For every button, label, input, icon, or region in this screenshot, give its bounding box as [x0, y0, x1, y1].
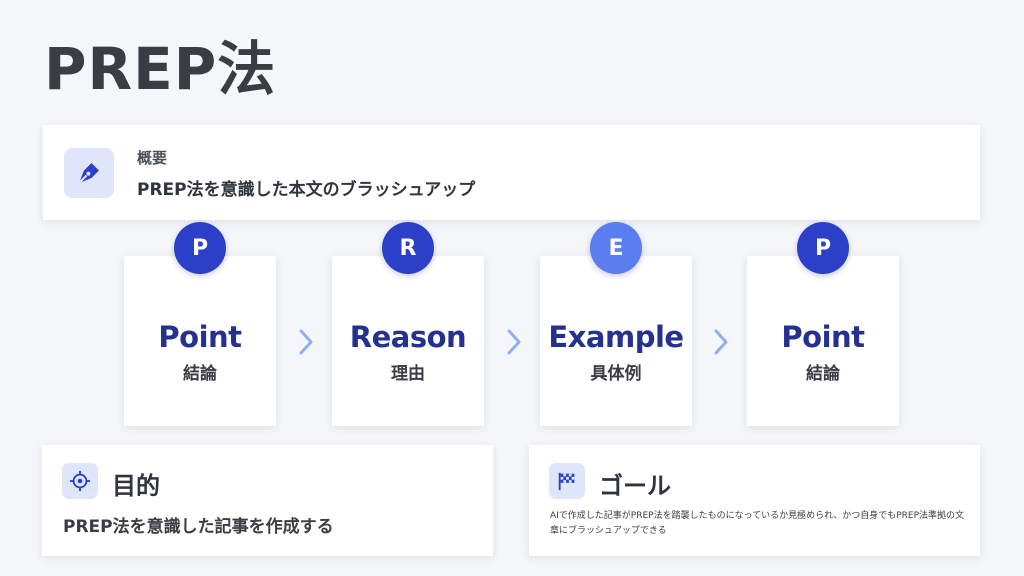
step-badge: P	[174, 222, 226, 274]
step-jp: 結論	[183, 364, 217, 384]
step-jp: 具体例	[590, 364, 642, 384]
chevron-right-icon	[507, 329, 521, 355]
goal-card: ゴール AIで作成した記事がPREP法を踏襲したものになっているか見極められ、か…	[529, 445, 980, 556]
step-badge: P	[797, 222, 849, 274]
purpose-title: 目的	[112, 472, 160, 500]
overview-text: PREP法を意識した本文のブラッシュアップ	[137, 180, 476, 200]
step-word: Point	[781, 320, 865, 354]
page-title: PREP法	[44, 35, 277, 103]
flag-icon	[549, 463, 585, 499]
step-jp: 理由	[391, 364, 425, 384]
overview-card: 概要 PREP法を意識した本文のブラッシュアップ	[43, 125, 980, 220]
chevron-right-icon	[299, 329, 313, 355]
overview-label: 概要	[137, 149, 168, 167]
step-word: Reason	[349, 320, 467, 354]
step-word: Example	[548, 320, 684, 354]
step-card-point-final: Point 結論	[747, 256, 899, 426]
step-card-point: Point 結論	[124, 256, 276, 426]
chevron-right-icon	[714, 329, 728, 355]
step-badge: E	[590, 222, 642, 274]
step-jp: 結論	[806, 364, 840, 384]
step-badge: R	[382, 222, 434, 274]
goal-title: ゴール	[599, 472, 671, 500]
step-card-reason: Reason 理由	[332, 256, 484, 426]
goal-text: AIで作成した記事がPREP法を踏襲したものになっているか見極められ、かつ自身で…	[550, 511, 965, 536]
step-card-example: Example 具体例	[540, 256, 692, 426]
purpose-text: PREP法を意識した記事を作成する	[63, 517, 334, 537]
pen-nib-icon	[64, 148, 114, 198]
purpose-card: 目的 PREP法を意識した記事を作成する	[42, 445, 493, 556]
crosshair-icon	[62, 463, 98, 499]
step-word: Point	[158, 320, 242, 354]
